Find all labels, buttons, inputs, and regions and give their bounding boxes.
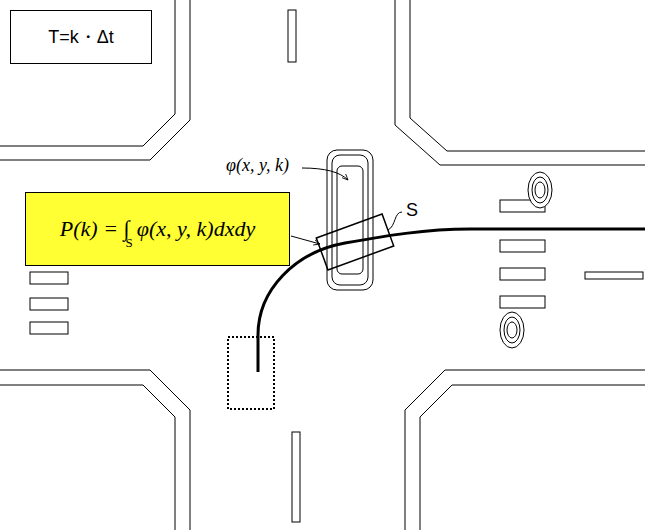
ego-vehicle-footprint xyxy=(316,214,393,270)
lane-divider xyxy=(292,432,300,522)
traffic-lights xyxy=(500,172,552,348)
formula-text: P(k) = ∫ xyxy=(60,216,130,242)
leader-line xyxy=(302,168,348,180)
traffic-light xyxy=(535,182,545,198)
curb-line xyxy=(395,0,645,165)
formula-text: φ(x, y, k)dxdy xyxy=(137,216,255,242)
sidewalk-line xyxy=(0,385,175,530)
lane-divider xyxy=(288,10,296,62)
traffic-light xyxy=(507,322,517,338)
leader-line xyxy=(291,236,320,244)
node-text: T=k・Δt xyxy=(48,25,114,49)
function-label: φ(x, y, k) xyxy=(224,155,291,176)
crosswalk-stripe xyxy=(500,296,545,308)
traffic-light xyxy=(532,177,548,203)
curb-line xyxy=(405,370,645,530)
curb-line xyxy=(0,370,190,530)
leader-line xyxy=(388,212,402,230)
crosswalk-stripe xyxy=(500,240,545,252)
sidewalk-line xyxy=(410,0,645,151)
area-label: S xyxy=(404,200,420,221)
crosswalk-stripe xyxy=(30,322,68,334)
crosswalk-stripe xyxy=(500,268,545,280)
vehicle-outline xyxy=(337,166,363,274)
curb-line xyxy=(0,0,190,160)
crosswalk-stripe xyxy=(30,298,68,310)
traffic-light xyxy=(528,172,552,208)
sidewalk-line xyxy=(420,385,645,530)
formula-box: P(k) = ∫Sφ(x, y, k)dxdy xyxy=(25,192,290,266)
trajectory xyxy=(258,229,645,372)
ego-vehicle-start xyxy=(228,337,274,409)
traffic-light xyxy=(504,317,520,343)
lane-divider xyxy=(585,272,643,279)
vehicle-outline xyxy=(332,155,368,285)
time-step-box: T=k・Δt xyxy=(10,10,152,64)
sidewalk-line xyxy=(0,0,175,146)
integral-subscript: S xyxy=(126,235,133,251)
crosswalk-stripe xyxy=(30,272,68,284)
traffic-light xyxy=(500,312,524,348)
lane-markings xyxy=(30,10,643,522)
